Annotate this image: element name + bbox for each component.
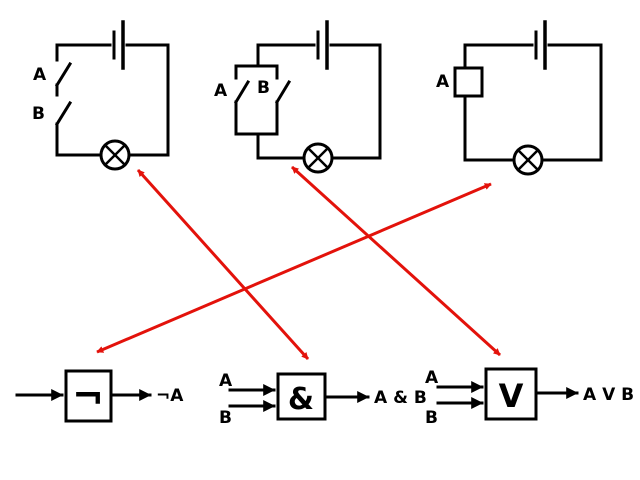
battery-icon xyxy=(534,20,547,70)
parallel-circuit: A B xyxy=(214,20,382,174)
not-gate-symbol: ¬ xyxy=(72,374,104,418)
switch-b-icon xyxy=(54,100,73,127)
switch-a-icon xyxy=(54,61,73,88)
and-gate: A B & A & B xyxy=(219,371,427,428)
or-gate-symbol: V xyxy=(499,377,524,415)
and-input-a-label: A xyxy=(219,371,233,391)
lamp-icon xyxy=(99,139,131,171)
lamp-icon xyxy=(512,144,544,176)
connectors xyxy=(96,165,502,361)
parallel-label-a: A xyxy=(214,81,228,101)
single-circuit-wire xyxy=(463,43,603,162)
switch-box-icon xyxy=(453,66,484,98)
or-input-a-label: A xyxy=(425,368,439,388)
battery-icon xyxy=(112,20,125,70)
battery-icon xyxy=(316,20,329,70)
and-output-label: A & B xyxy=(374,388,427,408)
not-gate: ¬ ¬A xyxy=(15,369,184,423)
connector-series-to-and xyxy=(136,168,310,361)
connector-single-to-not xyxy=(96,182,492,354)
or-output-label: A V B xyxy=(583,385,634,405)
single-switch-circuit: A xyxy=(436,20,603,176)
single-label-a: A xyxy=(436,72,450,92)
switch-a-icon xyxy=(233,79,251,105)
switch-b-icon xyxy=(274,79,292,105)
series-label-a: A xyxy=(33,65,47,85)
or-gate: A B V A V B xyxy=(425,367,634,428)
lamp-icon xyxy=(302,142,334,174)
or-input-b-label: B xyxy=(425,408,438,428)
connector-parallel-to-or xyxy=(290,165,502,357)
series-circuit: A B xyxy=(32,20,170,171)
and-gate-symbol: & xyxy=(288,382,314,417)
parallel-circuit-wire xyxy=(234,43,382,160)
series-label-b: B xyxy=(32,104,45,124)
not-output-label: ¬A xyxy=(156,386,184,406)
parallel-label-b: B xyxy=(257,78,270,98)
series-circuit-wire xyxy=(55,43,170,157)
and-input-b-label: B xyxy=(219,408,232,428)
